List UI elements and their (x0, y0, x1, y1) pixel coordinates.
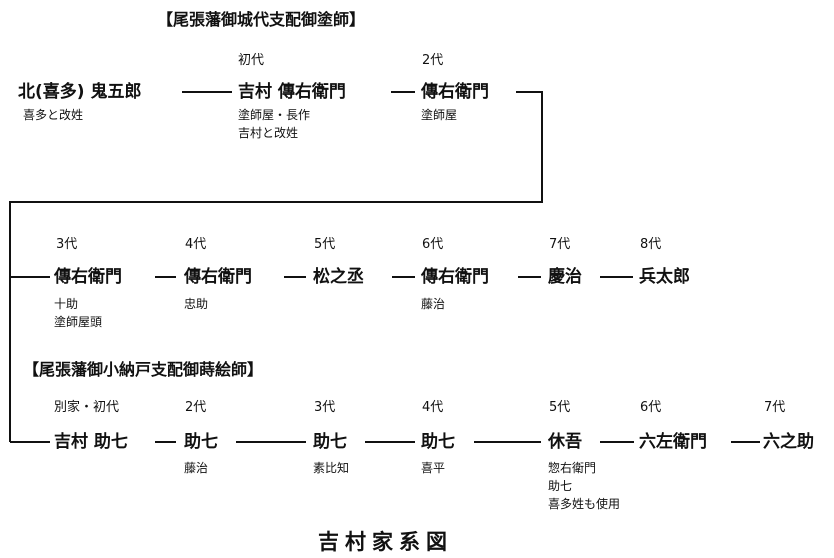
note-r3-2-1: 素比知 (313, 461, 350, 475)
generation-label: 7代 (549, 237, 571, 252)
note-r2-1-1: 忠助 (184, 297, 209, 311)
person-denuemon-4: 傳右衛門 (184, 267, 252, 287)
generation-label: 4代 (422, 400, 444, 415)
person-rokuzaemon: 六左衛門 (639, 432, 707, 452)
generation-label: 6代 (640, 400, 662, 415)
person-rokunosuke: 六之助 (763, 432, 814, 452)
note-r2-0-1: 十助 (54, 297, 79, 311)
note-kigoro-1: 喜多と改姓 (23, 108, 84, 122)
note-r3-3-1: 喜平 (421, 461, 446, 475)
generation-label: 6代 (422, 237, 444, 252)
person-sukeshichi-3: 助七 (313, 432, 347, 452)
generation-label: 別家・初代 (54, 400, 120, 415)
generation-label: 8代 (640, 237, 662, 252)
generation-label: 7代 (764, 400, 786, 415)
generation-label: 4代 (185, 237, 207, 252)
person-denuemon-2: 傳右衛門 (421, 82, 489, 102)
generation-label: 5代 (314, 237, 336, 252)
person-denuemon-6: 傳右衛門 (421, 267, 489, 287)
note-denuemon1-2: 吉村と改姓 (238, 126, 299, 140)
person-yoshimura-sukeshichi: 吉村 助七 (54, 432, 128, 452)
person-keiji: 慶治 (548, 267, 582, 287)
diagram-title: 吉村家系図 (318, 530, 453, 554)
generation-label: 初代 (238, 53, 265, 68)
person-matsunojo: 松之丞 (313, 267, 364, 287)
note-r3-4-2: 助七 (548, 479, 573, 493)
person-denuemon-3: 傳右衛門 (54, 267, 122, 287)
note-r3-4-3: 喜多姓も使用 (548, 497, 621, 511)
note-r2-0-2: 塗師屋頭 (54, 315, 103, 329)
note-r3-1-1: 藤治 (184, 461, 209, 475)
person-kyugo: 休吾 (548, 432, 582, 452)
generation-label: 3代 (314, 400, 336, 415)
connector-row1-to-row2 (9, 91, 543, 442)
section-header-makieshi: 【尾張藩御小納戸支配御蒔絵師】 (23, 360, 264, 379)
person-kigoro: 北(喜多) 鬼五郎 (18, 82, 142, 102)
generation-label: 5代 (549, 400, 571, 415)
note-denuemon2-1: 塗師屋 (421, 108, 458, 122)
person-sukeshichi-2: 助七 (184, 432, 218, 452)
person-sukeshichi-4: 助七 (421, 432, 455, 452)
person-hyotaro: 兵太郎 (639, 267, 690, 287)
person-yoshimura-denuemon: 吉村 傳右衛門 (238, 82, 346, 102)
generation-label: 2代 (422, 53, 444, 68)
note-denuemon1-1: 塗師屋・長作 (238, 108, 311, 122)
generation-label: 3代 (56, 237, 78, 252)
generation-label: 2代 (185, 400, 207, 415)
note-r2-3-1: 藤治 (421, 297, 446, 311)
section-header-nurishi: 【尾張藩御城代支配御塗師】 (157, 10, 366, 29)
note-r3-4-1: 惣右衛門 (548, 461, 597, 475)
